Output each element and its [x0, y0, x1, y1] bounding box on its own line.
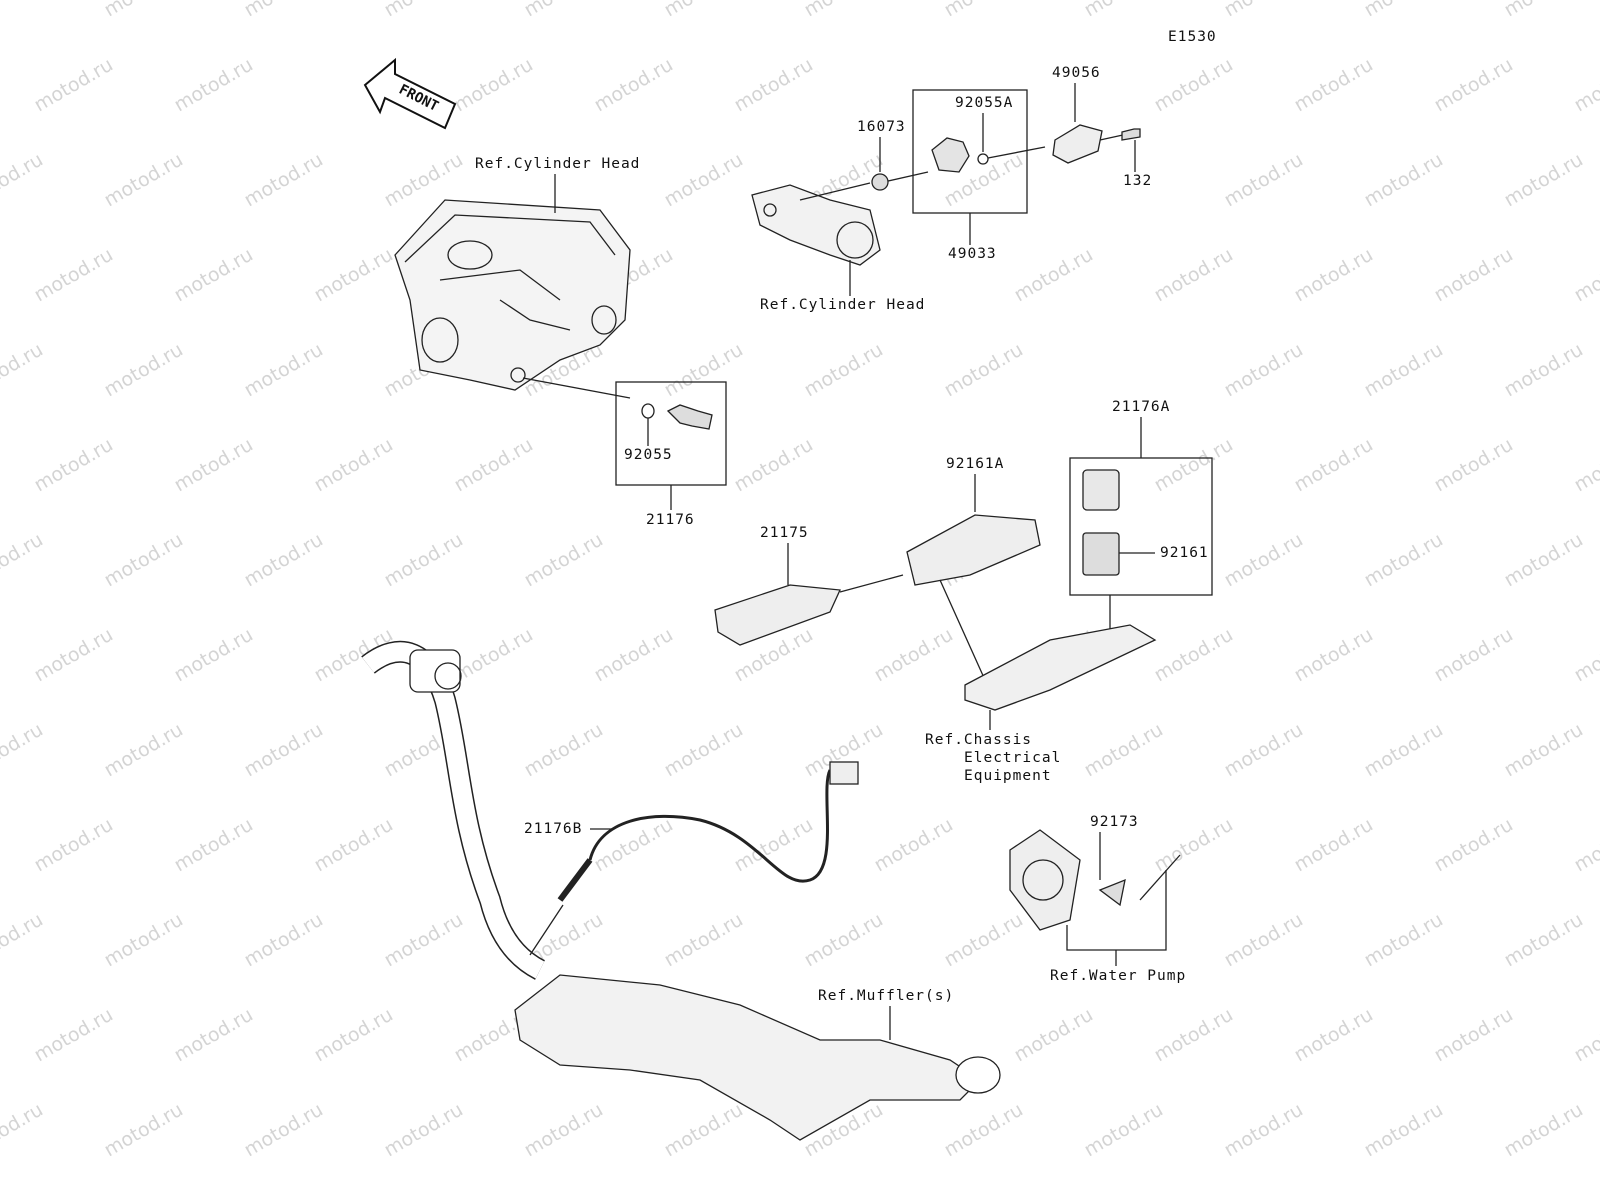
part-number-92161A: 92161A [946, 456, 1005, 472]
diagram-code: E1530 [1168, 29, 1217, 45]
label-ref-mufflers: Ref.Muffler(s) [818, 988, 955, 1004]
label-ref-water-pump: Ref.Water Pump [1050, 968, 1187, 984]
part-number-21175: 21175 [760, 525, 809, 541]
part-number-49033: 49033 [948, 246, 997, 262]
part-number-92055A: 92055A [955, 95, 1014, 111]
label-equipment: Equipment [964, 768, 1052, 784]
part-number-132: 132 [1123, 173, 1153, 189]
part-number-21176A: 21176A [1112, 399, 1171, 415]
cover-92161A [906, 514, 1041, 586]
sensor-49056 [1052, 124, 1103, 164]
cylinder-head-part [394, 174, 631, 399]
part-number-92161: 92161 [1160, 545, 1209, 561]
front-arrow-icon: FRONT [363, 57, 457, 130]
label-ref-cylinder-head-2: Ref.Cylinder Head [760, 297, 926, 313]
label-electrical: Electrical [964, 750, 1062, 766]
exhaust-pipe-part [361, 640, 1001, 1141]
thermostat-housing-part [751, 182, 881, 296]
washer-16073 [871, 173, 889, 191]
label-ref-cylinder-head: Ref.Cylinder Head [475, 156, 641, 172]
part-number-49056: 49056 [1052, 65, 1101, 81]
kit-box-21176 [615, 381, 727, 486]
bolt-132 [1121, 128, 1141, 141]
o2-sensor-21176B [529, 761, 859, 956]
part-number-16073: 16073 [857, 119, 906, 135]
part-number-92173: 92173 [1090, 814, 1139, 830]
bracket-part [964, 624, 1157, 711]
ecu-21175 [714, 584, 841, 646]
water-pump-part [1009, 829, 1081, 931]
part-number-92055: 92055 [624, 447, 673, 463]
part-number-21176: 21176 [646, 512, 695, 528]
label-ref-chassis: Ref.Chassis [925, 732, 1033, 748]
part-number-21176B: 21176B [524, 821, 583, 837]
